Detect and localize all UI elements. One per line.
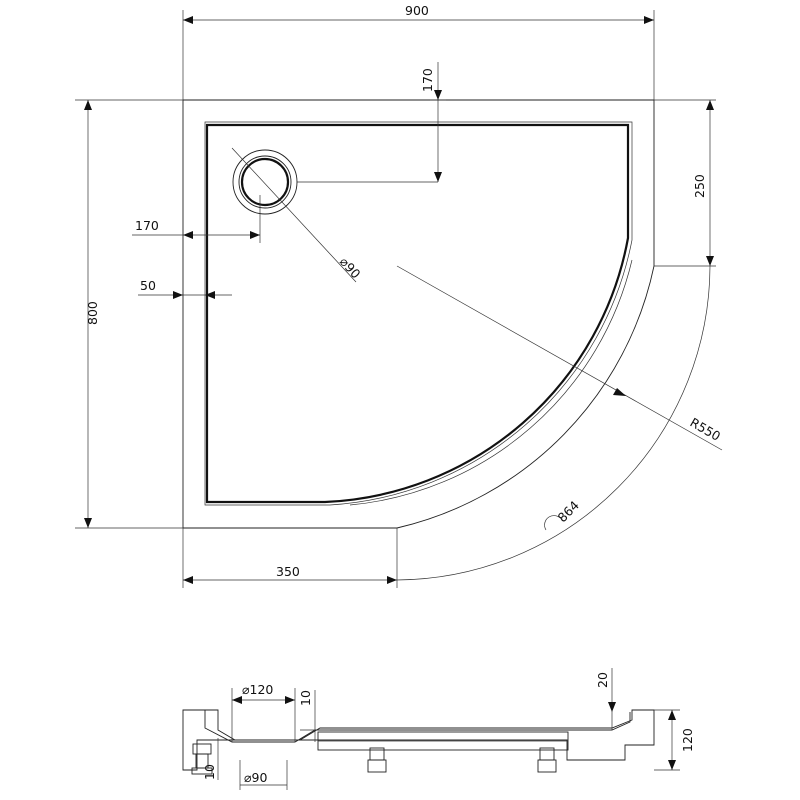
support-foot-middle — [367, 747, 387, 773]
tray-basin-outline — [205, 123, 630, 504]
total-height-label: 120 — [680, 728, 695, 752]
tray-arc-inner-edge — [349, 259, 633, 506]
drain-inner-label: ⌀90 — [244, 770, 267, 785]
drain-diameter-leader — [231, 147, 357, 283]
support-foot-right — [537, 747, 557, 773]
plan-view: 900 800 170 170 50 250 350 ⌀90 R550 864 — [75, 3, 723, 588]
bottom-straight-label: 350 — [276, 564, 300, 579]
drain-outer-label: ⌀120 — [242, 682, 273, 697]
arc-length-label: 864 — [555, 498, 583, 526]
tray-rim-line — [204, 121, 633, 506]
foot-label: 10 — [202, 764, 217, 780]
right-straight-label: 250 — [692, 174, 707, 198]
step-label: 10 — [298, 690, 313, 706]
section-basin-surface — [204, 710, 631, 743]
support-foot-left — [191, 743, 213, 775]
height-dimension-label: 800 — [85, 301, 100, 325]
width-dimension-label: 900 — [405, 3, 429, 18]
radius-label: R550 — [688, 415, 724, 444]
drain-diameter-label: ⌀90 — [337, 254, 364, 281]
rim-width-label: 50 — [140, 278, 156, 293]
radius-leader — [396, 265, 723, 451]
drain-left-offset-label: 170 — [135, 218, 159, 233]
lip-label: 20 — [595, 672, 610, 688]
drain-top-offset-label: 170 — [420, 68, 435, 92]
tray-outer-outline — [182, 99, 655, 529]
section-view: ⌀120 ⌀90 10 10 20 120 — [182, 668, 695, 790]
arc-length-dimension — [396, 265, 711, 581]
section-body-outline — [182, 709, 655, 771]
